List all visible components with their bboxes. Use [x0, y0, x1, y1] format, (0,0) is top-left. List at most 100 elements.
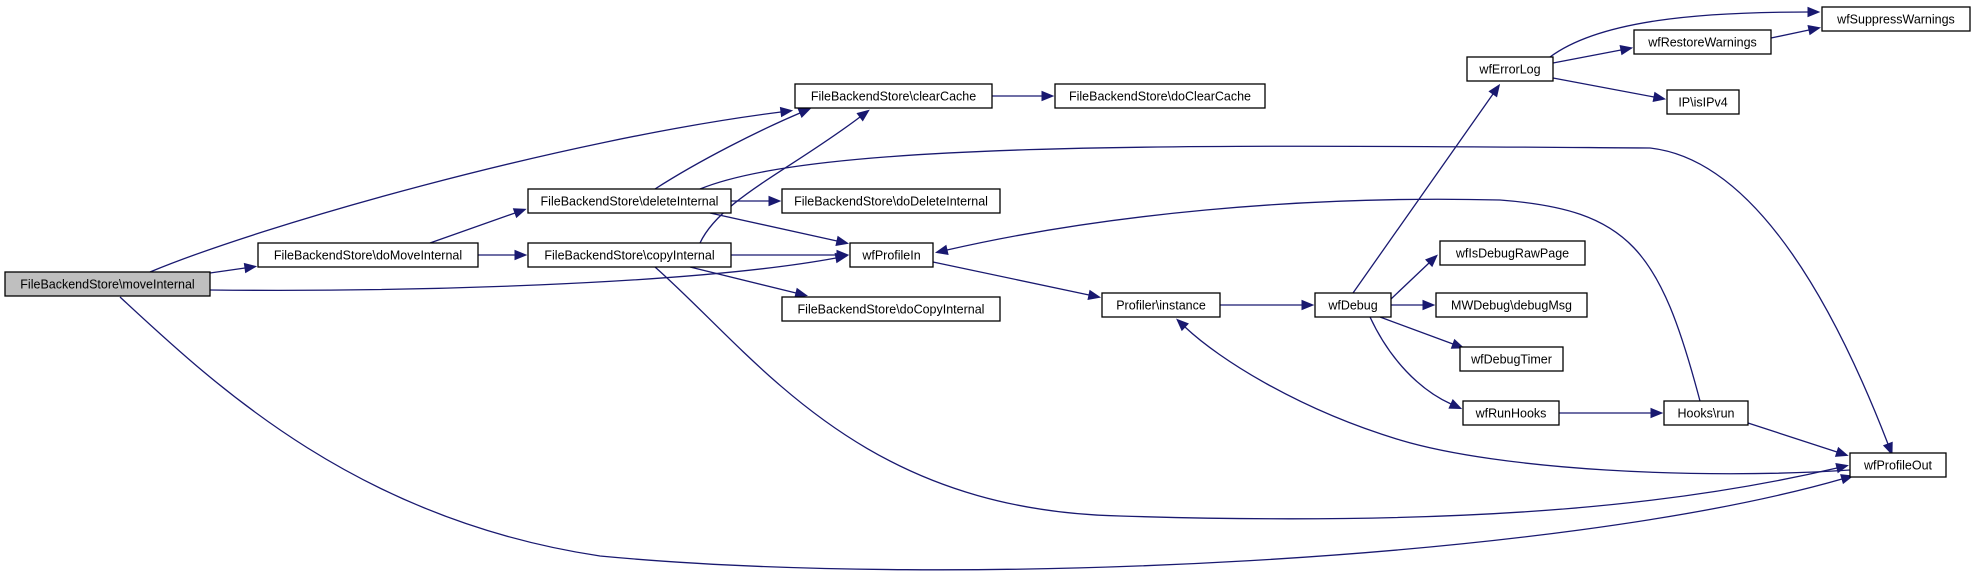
edge-deleteInternal-to-clearCache: [654, 108, 812, 190]
arrowhead-icon: [1807, 6, 1821, 18]
node-wfProfileOut[interactable]: wfProfileOut: [1849, 452, 1947, 478]
edge-line: [1552, 49, 1622, 64]
edge-deleteInternal-to-wfProfileIn: [709, 212, 850, 247]
edge-moveInternal-to-wfProfileOut: [119, 296, 1854, 571]
arrowhead-icon: [797, 108, 812, 119]
edge-copyInternal-to-doCopyInternal: [689, 266, 808, 298]
arrowhead-icon: [514, 249, 528, 261]
edge-line: [149, 111, 782, 273]
node-doMoveInternal[interactable]: FileBackendStore\doMoveInternal: [257, 242, 479, 268]
arrowhead-icon: [243, 262, 258, 274]
node-label: wfSuppressWarnings: [1836, 13, 1955, 27]
edge-moveInternal-to-clearCache: [149, 106, 794, 273]
edge-deleteInternal-to-wfProfileOut: [699, 145, 1893, 456]
node-box: [1663, 400, 1749, 426]
arrowhead-icon: [1422, 299, 1436, 311]
arrowhead-icon: [835, 235, 850, 247]
node-clearCache[interactable]: FileBackendStore\clearCache: [794, 83, 993, 109]
edge-wfProfileIn-to-profilerInstance: [932, 261, 1102, 301]
node-label: FileBackendStore\copyInternal: [544, 249, 714, 263]
node-label: FileBackendStore\doDeleteInternal: [794, 195, 988, 209]
node-isIPv4[interactable]: IP\isIPv4: [1666, 89, 1740, 115]
node-box: [1462, 400, 1560, 426]
edge-doMoveInternal-to-copyInternal: [478, 249, 528, 261]
edge-line: [1352, 93, 1494, 294]
node-wfErrorLog[interactable]: wfErrorLog: [1466, 56, 1554, 82]
edge-line: [689, 266, 797, 294]
node-label: Hooks\run: [1678, 407, 1735, 421]
node-wfDebugTimer[interactable]: wfDebugTimer: [1459, 346, 1564, 372]
arrowhead-icon: [794, 287, 808, 298]
node-debugMsg[interactable]: MWDebug\debugMsg: [1435, 292, 1588, 318]
arrowhead-icon: [768, 195, 782, 207]
node-box: [1849, 452, 1947, 478]
node-wfRunHooks[interactable]: wfRunHooks: [1462, 400, 1560, 426]
edge-doMoveInternal-to-deleteInternal: [429, 208, 527, 244]
node-box: [1439, 240, 1586, 266]
edge-line: [209, 257, 837, 291]
node-profilerInstance[interactable]: Profiler\instance: [1101, 292, 1221, 318]
node-moveInternal: FileBackendStore\moveInternal: [4, 271, 211, 297]
edge-line: [1379, 316, 1454, 345]
node-label: wfDebug: [1327, 299, 1377, 313]
node-label: FileBackendStore\doClearCache: [1069, 90, 1251, 104]
arrowhead-icon: [934, 244, 949, 256]
edge-line: [1770, 29, 1810, 39]
arrowhead-icon: [1619, 44, 1634, 56]
node-label: Profiler\instance: [1116, 299, 1206, 313]
edge-wfErrorLog-to-wfSuppressWarnings: [1549, 6, 1821, 58]
node-label: wfProfileOut: [1863, 459, 1933, 473]
edge-clearCache-to-doClearCache: [992, 90, 1055, 102]
edge-wfDebug-to-debugMsg: [1391, 299, 1436, 311]
node-doCopyInternal[interactable]: FileBackendStore\doCopyInternal: [781, 296, 1001, 322]
node-deleteInternal[interactable]: FileBackendStore\deleteInternal: [527, 188, 732, 214]
node-label: wfRunHooks: [1475, 407, 1547, 421]
edge-wfRunHooks-to-hooksRun: [1559, 407, 1664, 419]
edge-wfDebug-to-wfErrorLog: [1352, 83, 1501, 294]
edge-line: [1549, 11, 1809, 58]
edge-profilerInstance-to-wfDebug: [1220, 299, 1315, 311]
edge-moveInternal-to-doMoveInternal: [209, 262, 258, 274]
node-wfIsDebugRawPage[interactable]: wfIsDebugRawPage: [1439, 240, 1586, 266]
node-wfProfileIn[interactable]: wfProfileIn: [849, 242, 934, 268]
arrowhead-icon: [1488, 83, 1501, 98]
node-box: [1466, 56, 1554, 82]
arrowhead-icon: [1425, 254, 1438, 268]
edge-line: [699, 116, 861, 244]
arrowhead-icon: [1450, 338, 1465, 349]
edge-copyInternal-to-clearCache: [699, 109, 870, 244]
node-wfSuppressWarnings[interactable]: wfSuppressWarnings: [1821, 6, 1971, 32]
node-label: FileBackendStore\doMoveInternal: [274, 249, 462, 263]
node-label: FileBackendStore\deleteInternal: [541, 195, 719, 209]
node-box: [527, 188, 732, 214]
node-box: [1633, 29, 1772, 55]
node-wfDebug[interactable]: wfDebug: [1314, 292, 1392, 318]
edge-line: [932, 261, 1090, 296]
edge-line: [709, 212, 838, 242]
edge-line: [1369, 316, 1452, 405]
edge-line: [699, 145, 1889, 445]
node-box: [1314, 292, 1392, 318]
node-label: wfRestoreWarnings: [1647, 36, 1757, 50]
edge-hooksRun-to-wfProfileOut: [1747, 422, 1849, 457]
node-hooksRun[interactable]: Hooks\run: [1663, 400, 1749, 426]
node-doDeleteInternal[interactable]: FileBackendStore\doDeleteInternal: [781, 188, 1001, 214]
edge-line: [1552, 77, 1655, 98]
node-box: [781, 296, 1001, 322]
node-doClearCache[interactable]: FileBackendStore\doClearCache: [1054, 83, 1266, 109]
node-box: [794, 83, 993, 109]
node-wfRestoreWarnings[interactable]: wfRestoreWarnings: [1633, 29, 1772, 55]
node-box: [527, 242, 732, 268]
node-box: [849, 242, 934, 268]
node-box: [781, 188, 1001, 214]
edge-hooksRun-to-wfProfileIn: [934, 198, 1701, 402]
arrowhead-icon: [1041, 90, 1055, 102]
edge-wfProfileOut-to-profilerInstance: [1176, 318, 1851, 475]
arrowhead-icon: [1301, 299, 1315, 311]
edge-wfRestoreWarnings-to-wfSuppressWarnings: [1770, 24, 1822, 39]
edge-line: [119, 296, 1843, 571]
node-copyInternal[interactable]: FileBackendStore\copyInternal: [527, 242, 732, 268]
node-box: [1435, 292, 1588, 318]
arrowhead-icon: [1087, 289, 1102, 301]
node-box: [4, 271, 211, 297]
